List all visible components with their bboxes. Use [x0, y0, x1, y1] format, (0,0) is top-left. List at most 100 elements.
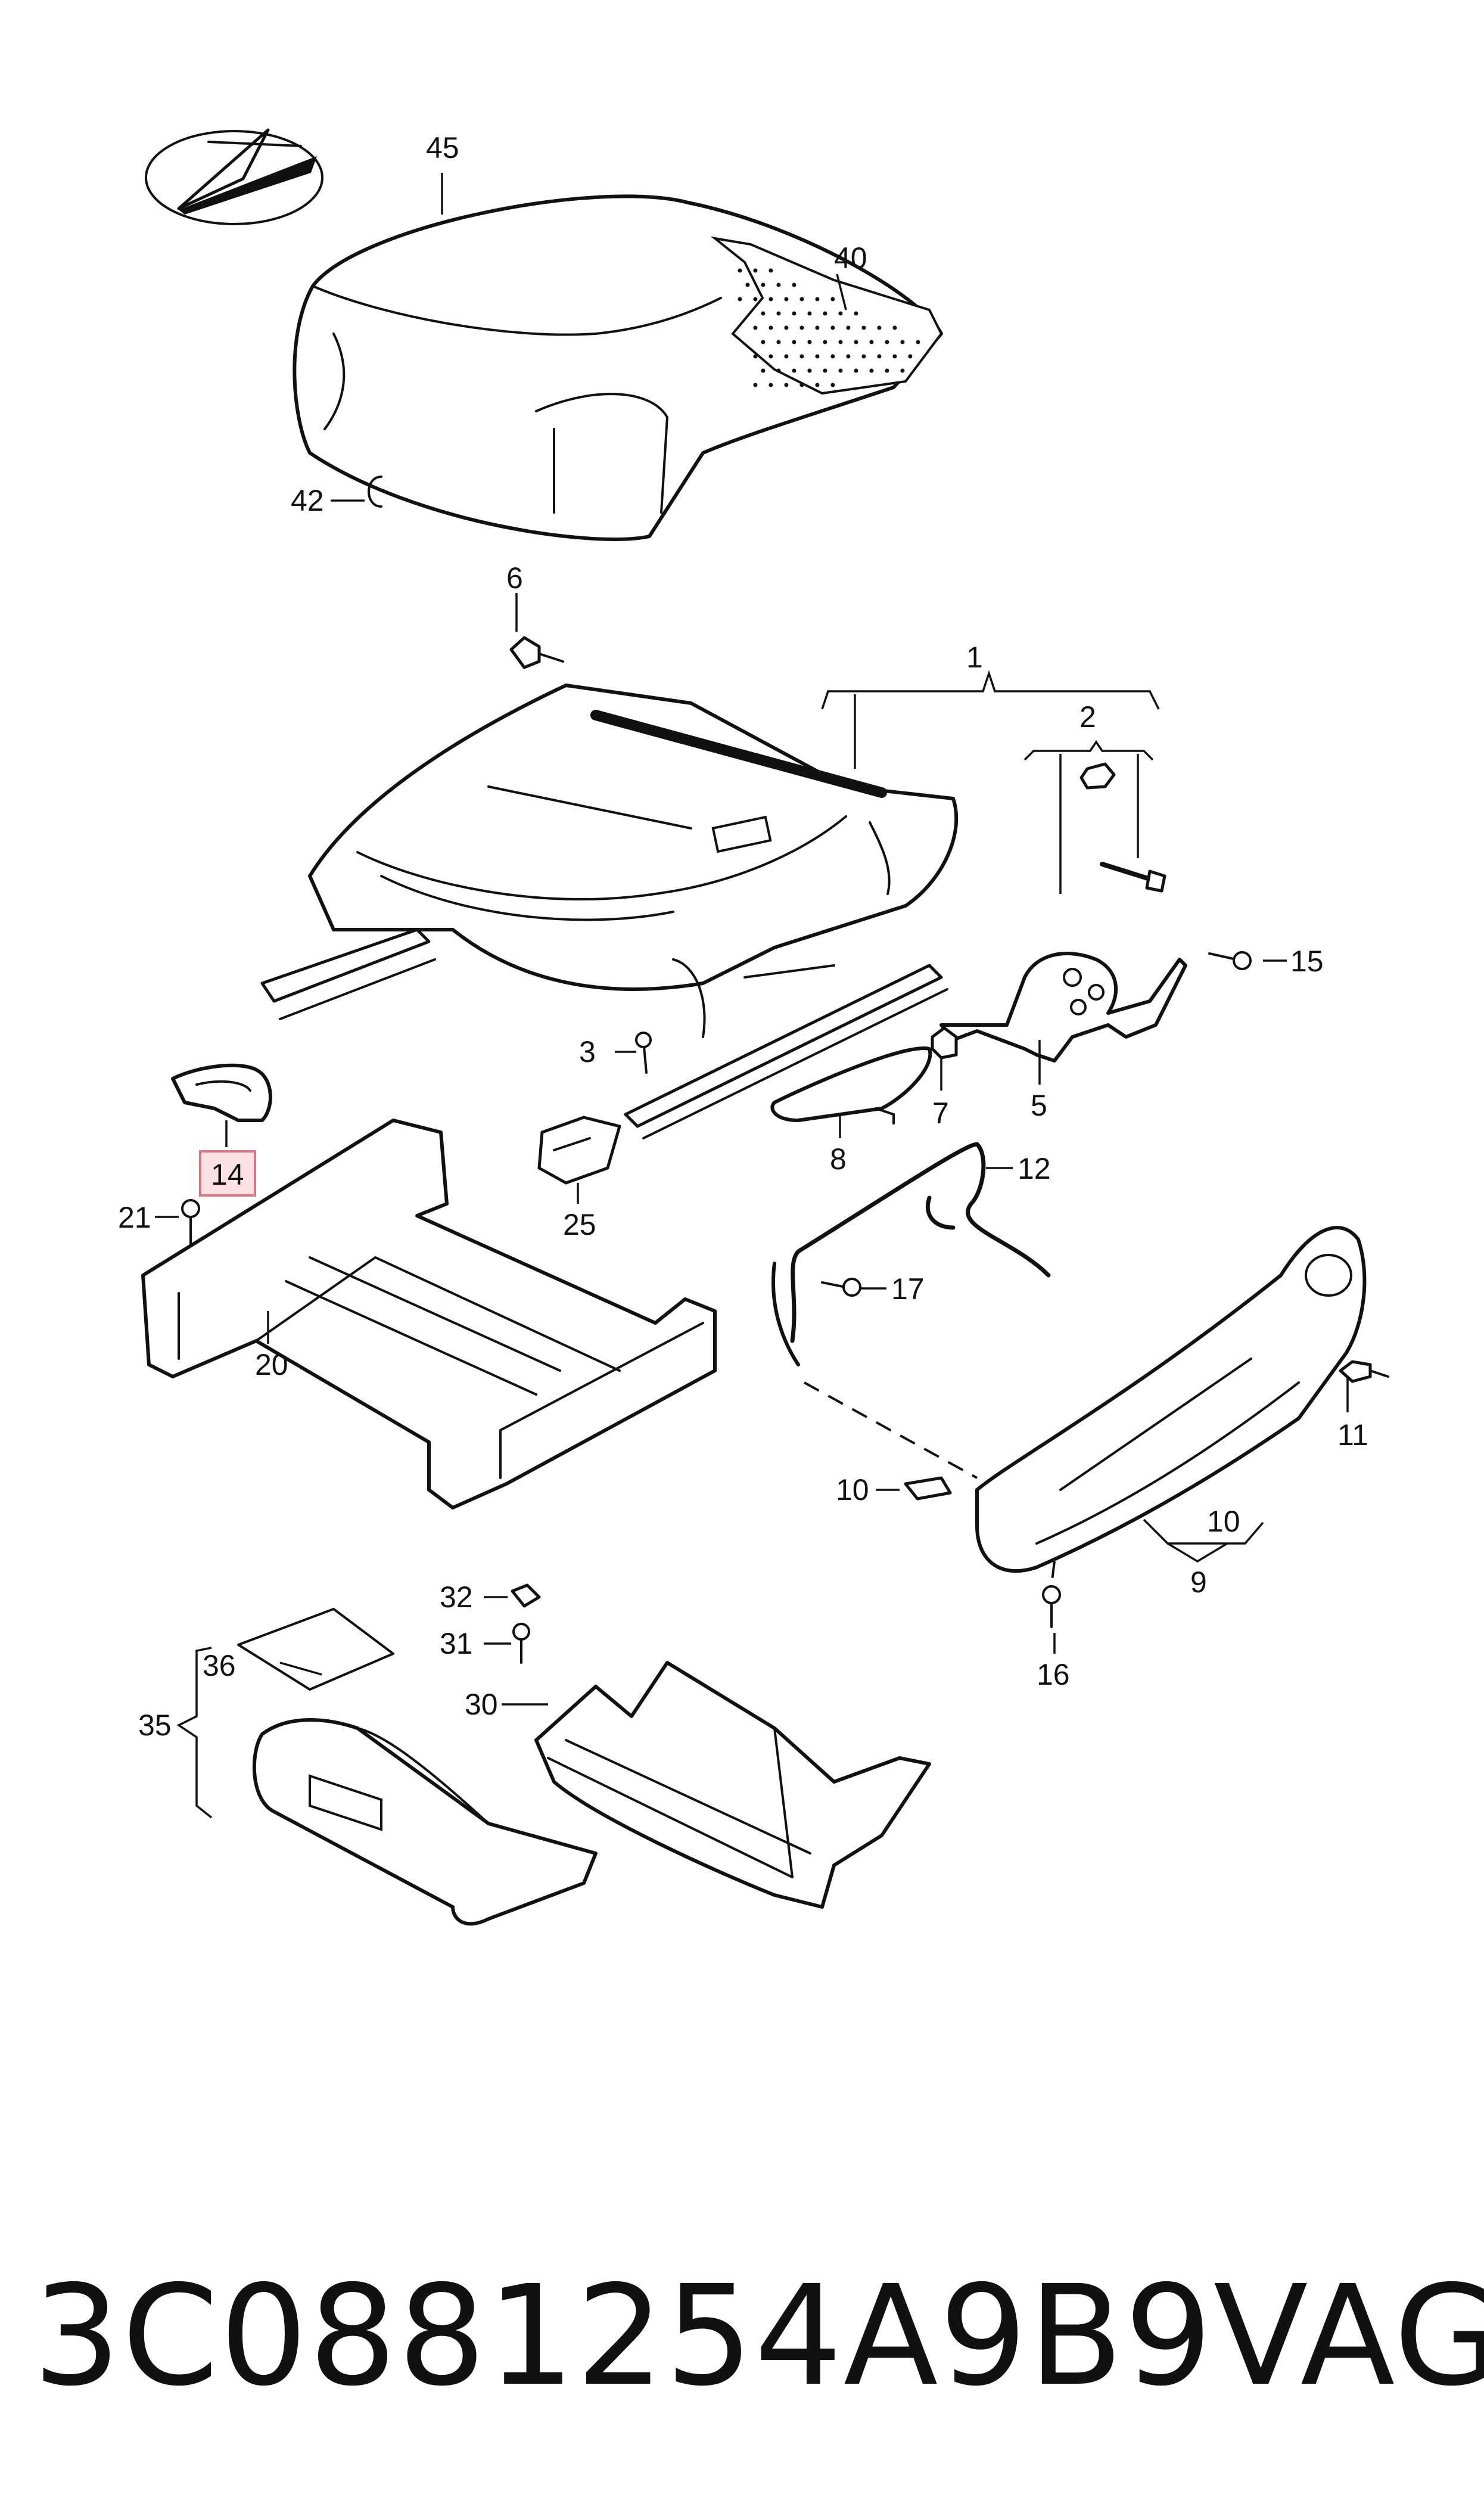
heater-dot: [784, 297, 789, 302]
heater-dot: [784, 354, 789, 359]
callout-36: 36: [203, 1649, 236, 1682]
heater-dot: [753, 268, 758, 273]
heater-dot: [761, 340, 766, 344]
heater-dot: [877, 325, 882, 330]
screw-21: [181, 1199, 200, 1247]
heater-dot: [792, 368, 797, 373]
bolt-6: [509, 636, 564, 669]
clip-nut-32: [511, 1583, 541, 1608]
heater-dot: [854, 340, 858, 344]
heater-dot: [823, 368, 827, 373]
assembly-line: [804, 1381, 978, 1479]
callout-25: 25: [563, 1208, 596, 1241]
manufacturer-emblem: [145, 128, 323, 225]
assembly-line: [1050, 1561, 1056, 1586]
heater-dot: [830, 354, 835, 359]
clip-10: [904, 1476, 952, 1501]
callout-42: 42: [291, 484, 324, 517]
heater-dot: [799, 297, 804, 302]
callout-10-clip: 10: [836, 1473, 869, 1507]
heater-dot: [745, 282, 750, 287]
recliner-bracket: [939, 952, 1187, 1063]
heater-dot: [784, 325, 789, 330]
heater-dot: [776, 340, 781, 344]
heater-dot: [838, 340, 843, 344]
heater-dot: [792, 282, 797, 287]
screw-16: [1042, 1585, 1061, 1628]
heater-dot: [761, 311, 766, 316]
clip-7: [931, 1026, 958, 1060]
screw-31: [512, 1623, 530, 1664]
handle-8: [770, 1046, 932, 1125]
heater-dot: [900, 368, 905, 373]
heater-dot: [892, 325, 897, 330]
heater-dot: [753, 297, 758, 302]
heater-dot: [799, 383, 804, 387]
callout-15: 15: [1290, 945, 1324, 978]
heater-dot: [854, 311, 858, 316]
callout-45: 45: [426, 131, 459, 164]
clip-11: [1339, 1360, 1389, 1383]
heater-dot: [916, 340, 920, 344]
callout-2: 2: [1079, 700, 1096, 734]
callout-40: 40: [834, 241, 867, 275]
heater-dot: [799, 325, 804, 330]
heater-dot: [892, 354, 897, 359]
heater-dot: [784, 383, 789, 387]
heater-dot: [869, 368, 874, 373]
heater-dot: [776, 368, 781, 373]
callout-32: 32: [440, 1580, 473, 1614]
heater-dot: [769, 268, 773, 273]
drawer-mat-36: [237, 1608, 394, 1691]
highlight-box: [199, 1150, 256, 1197]
heater-dot: [885, 340, 889, 344]
heater-dot: [838, 368, 843, 373]
heater-dot: [830, 297, 835, 302]
callout-labels: 45 40 42 6 1 2 15 3 7 5 8 14 21 25 12 17…: [118, 131, 1368, 1742]
leader-lines: [155, 173, 1349, 1819]
screw-2: [1100, 862, 1166, 893]
heater-dot: [753, 383, 758, 387]
trim-cover-14: [171, 1063, 272, 1122]
heater-dot: [799, 354, 804, 359]
heater-dot: [815, 383, 820, 387]
callout-11: 11: [1337, 1418, 1368, 1452]
heater-dot: [807, 368, 812, 373]
callout-6: 6: [506, 561, 523, 595]
heater-dot: [761, 282, 766, 287]
heater-dot: [846, 354, 851, 359]
heater-dot: [830, 325, 835, 330]
nut-2: [1079, 762, 1116, 790]
callout-16: 16: [1037, 1658, 1070, 1691]
heater-dot: [776, 311, 781, 316]
screw-15: [1208, 951, 1252, 970]
latch-25: [537, 1116, 621, 1185]
callout-21: 21: [118, 1201, 151, 1234]
brand-label: VAG: [1213, 2256, 1484, 2416]
callout-8: 8: [830, 1142, 847, 1176]
callout-10-trim: 10: [1207, 1505, 1240, 1538]
cushion-clip: [368, 476, 382, 508]
side-trim-9: [975, 1226, 1367, 1573]
heater-dot: [769, 325, 773, 330]
callout-30: 30: [465, 1688, 498, 1721]
heater-dot: [838, 311, 843, 316]
drawer-housing-30: [534, 1661, 931, 1909]
heater-dot: [769, 354, 773, 359]
heater-dot: [753, 325, 758, 330]
heater-dot: [815, 297, 820, 302]
lower-subframe: [141, 1119, 717, 1509]
heater-dot: [854, 368, 858, 373]
callout-12: 12: [1018, 1152, 1051, 1185]
callout-5: 5: [1031, 1089, 1047, 1122]
callout-7: 7: [932, 1097, 949, 1130]
screw-17: [821, 1278, 861, 1297]
heater-dot: [846, 325, 851, 330]
heater-pad: [710, 236, 943, 395]
heater-dot: [830, 383, 835, 387]
callout-14: 14: [211, 1158, 244, 1191]
heater-dot: [861, 325, 866, 330]
heater-dot: [815, 354, 820, 359]
support-wire-12: [771, 1142, 1051, 1366]
